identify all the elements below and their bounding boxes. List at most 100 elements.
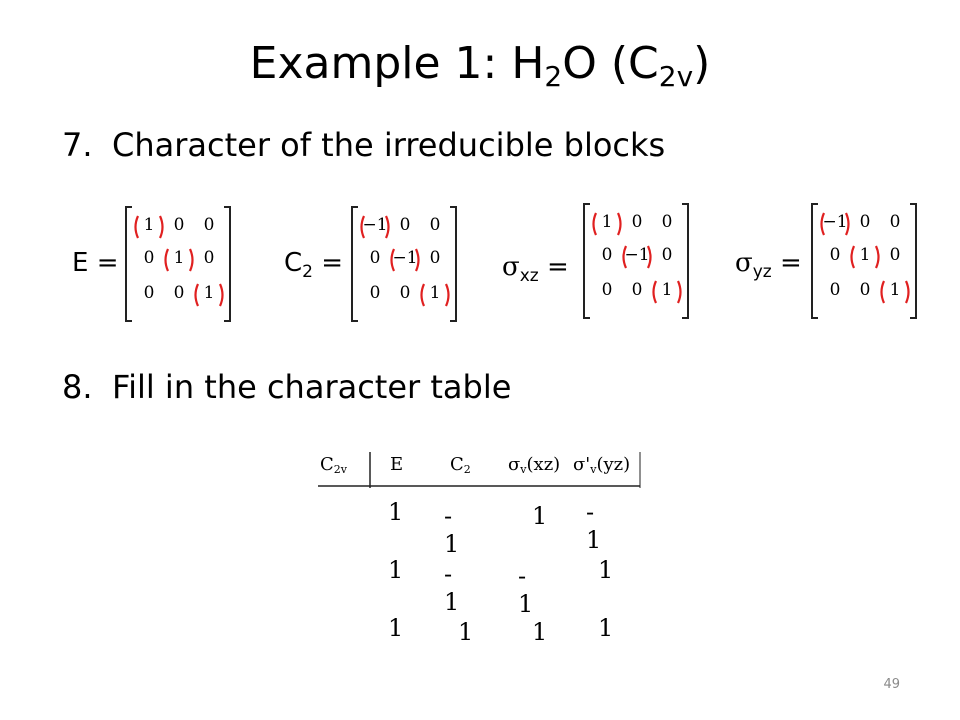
highlight-right: [218, 283, 224, 307]
matrix-entry: 0: [429, 248, 441, 268]
matrix-diagonal-entry: 1: [429, 283, 441, 303]
left-bracket: [811, 203, 818, 319]
highlight-right: [444, 283, 450, 307]
left-bracket: [125, 206, 132, 322]
highlight-left: [420, 283, 426, 307]
matrix-e-equals: =: [96, 248, 119, 278]
table-cell: - 1: [444, 560, 460, 616]
matrix-entry: 0: [429, 215, 441, 235]
matrix-sigma-xz-sub: xz: [519, 266, 539, 286]
right-bracket: [450, 206, 457, 322]
matrix-sigma-xz-equals: =: [547, 252, 569, 282]
step-8-number: 8.: [62, 368, 93, 406]
matrix-entry: 0: [203, 248, 215, 268]
matrix-diagonal-entry: 1: [173, 248, 185, 268]
slide-title: Example 1: H2O (C2v): [0, 38, 960, 93]
matrix-sigma-yz-equals: =: [780, 248, 802, 278]
matrix-entry: 0: [829, 245, 841, 265]
table-cell: 1: [388, 498, 404, 526]
matrix-brackets: [351, 206, 457, 322]
highlight-right: [676, 280, 682, 304]
header-c2: C2: [450, 454, 471, 476]
table-cell: 1: [388, 556, 404, 584]
title-h-subscript: 2: [544, 60, 563, 93]
title-text-main: Example 1: H: [249, 38, 545, 89]
matrix-entry: 0: [889, 245, 901, 265]
matrix-diagonal-entry: −1: [822, 212, 848, 232]
matrix-entry: 0: [143, 248, 155, 268]
highlight-right: [616, 212, 622, 236]
table-cell: 1: [598, 556, 614, 584]
matrix-entry: 0: [143, 283, 155, 303]
matrix-diagonal-entry: 1: [143, 215, 155, 235]
matrix-entry: 0: [399, 283, 411, 303]
highlight-right: [158, 215, 164, 239]
matrix-diagonal-entry: −1: [392, 248, 418, 268]
matrix-entry: 0: [369, 283, 381, 303]
matrix-diagonal-entry: 1: [203, 283, 215, 303]
matrix-c2-label: C2 =: [284, 248, 343, 282]
table-cell: - 1: [518, 562, 534, 618]
matrix-sigma-xz-label: σxz =: [502, 252, 569, 286]
table-cell: 1: [532, 618, 548, 646]
matrix-sigma-yz-sub: yz: [752, 262, 772, 282]
matrix-brackets: [125, 206, 231, 322]
matrix-entry: 0: [661, 212, 673, 232]
matrix-entry: 0: [399, 215, 411, 235]
matrix-entry: 0: [601, 280, 613, 300]
title-text-mid: O (C: [562, 38, 659, 89]
matrix-diagonal-entry: 1: [661, 280, 673, 300]
table-cell: 1: [388, 614, 404, 642]
highlight-left: [652, 280, 658, 304]
matrix-sigma-xz-symbol: σ: [502, 252, 520, 282]
left-bracket: [583, 203, 590, 319]
table-rules: [318, 452, 641, 488]
matrix-entry: 0: [203, 215, 215, 235]
matrix-entry: 0: [631, 280, 643, 300]
matrix-e-label: E =: [72, 248, 119, 282]
matrix-brackets: [583, 203, 689, 319]
highlight-right: [646, 245, 652, 269]
matrix-diagonal-entry: 1: [859, 245, 871, 265]
matrix-diagonal-entry: 1: [601, 212, 613, 232]
matrix-c2-symbol: C: [284, 248, 303, 278]
step-7: 7.Character of the irreducible blocks: [62, 126, 665, 164]
highlight-left: [850, 245, 856, 269]
matrix-entry: 0: [859, 280, 871, 300]
page-number: 49: [883, 677, 900, 692]
title-c-subscript: 2v: [658, 60, 694, 93]
right-bracket: [910, 203, 917, 319]
right-bracket: [682, 203, 689, 319]
matrix-entry: 0: [173, 215, 185, 235]
matrix-c2-sub: 2: [302, 262, 313, 282]
matrix-diagonal-entry: −1: [624, 245, 650, 265]
matrix-entry: 0: [661, 245, 673, 265]
highlight-left: [194, 283, 200, 307]
highlight-right: [874, 245, 880, 269]
table-cell: 1: [458, 618, 474, 646]
header-sigma-v-xz: σv(xz): [508, 454, 561, 476]
header-sigma-v-yz: σ'v(yz): [573, 454, 631, 476]
highlight-left: [390, 248, 396, 272]
matrix-entry: 0: [631, 212, 643, 232]
highlight-left: [820, 212, 826, 236]
matrix-entry: 0: [829, 280, 841, 300]
step-7-text: Character of the irreducible blocks: [112, 126, 666, 164]
highlight-right: [904, 280, 910, 304]
header-group: C2v: [320, 454, 347, 476]
matrix-e-symbol: E: [72, 248, 89, 278]
matrix-brackets: [811, 203, 917, 319]
table-cell: - 1: [444, 502, 460, 558]
matrix-diagonal-entry: −1: [362, 215, 388, 235]
matrix-c2-equals: =: [321, 248, 344, 278]
matrix-entry: 0: [889, 212, 901, 232]
table-cell: 1: [598, 614, 614, 642]
highlight-left: [622, 245, 628, 269]
left-bracket: [351, 206, 358, 322]
highlight-left: [164, 248, 170, 272]
matrix-entry: 0: [369, 248, 381, 268]
matrix-entry: 0: [601, 245, 613, 265]
